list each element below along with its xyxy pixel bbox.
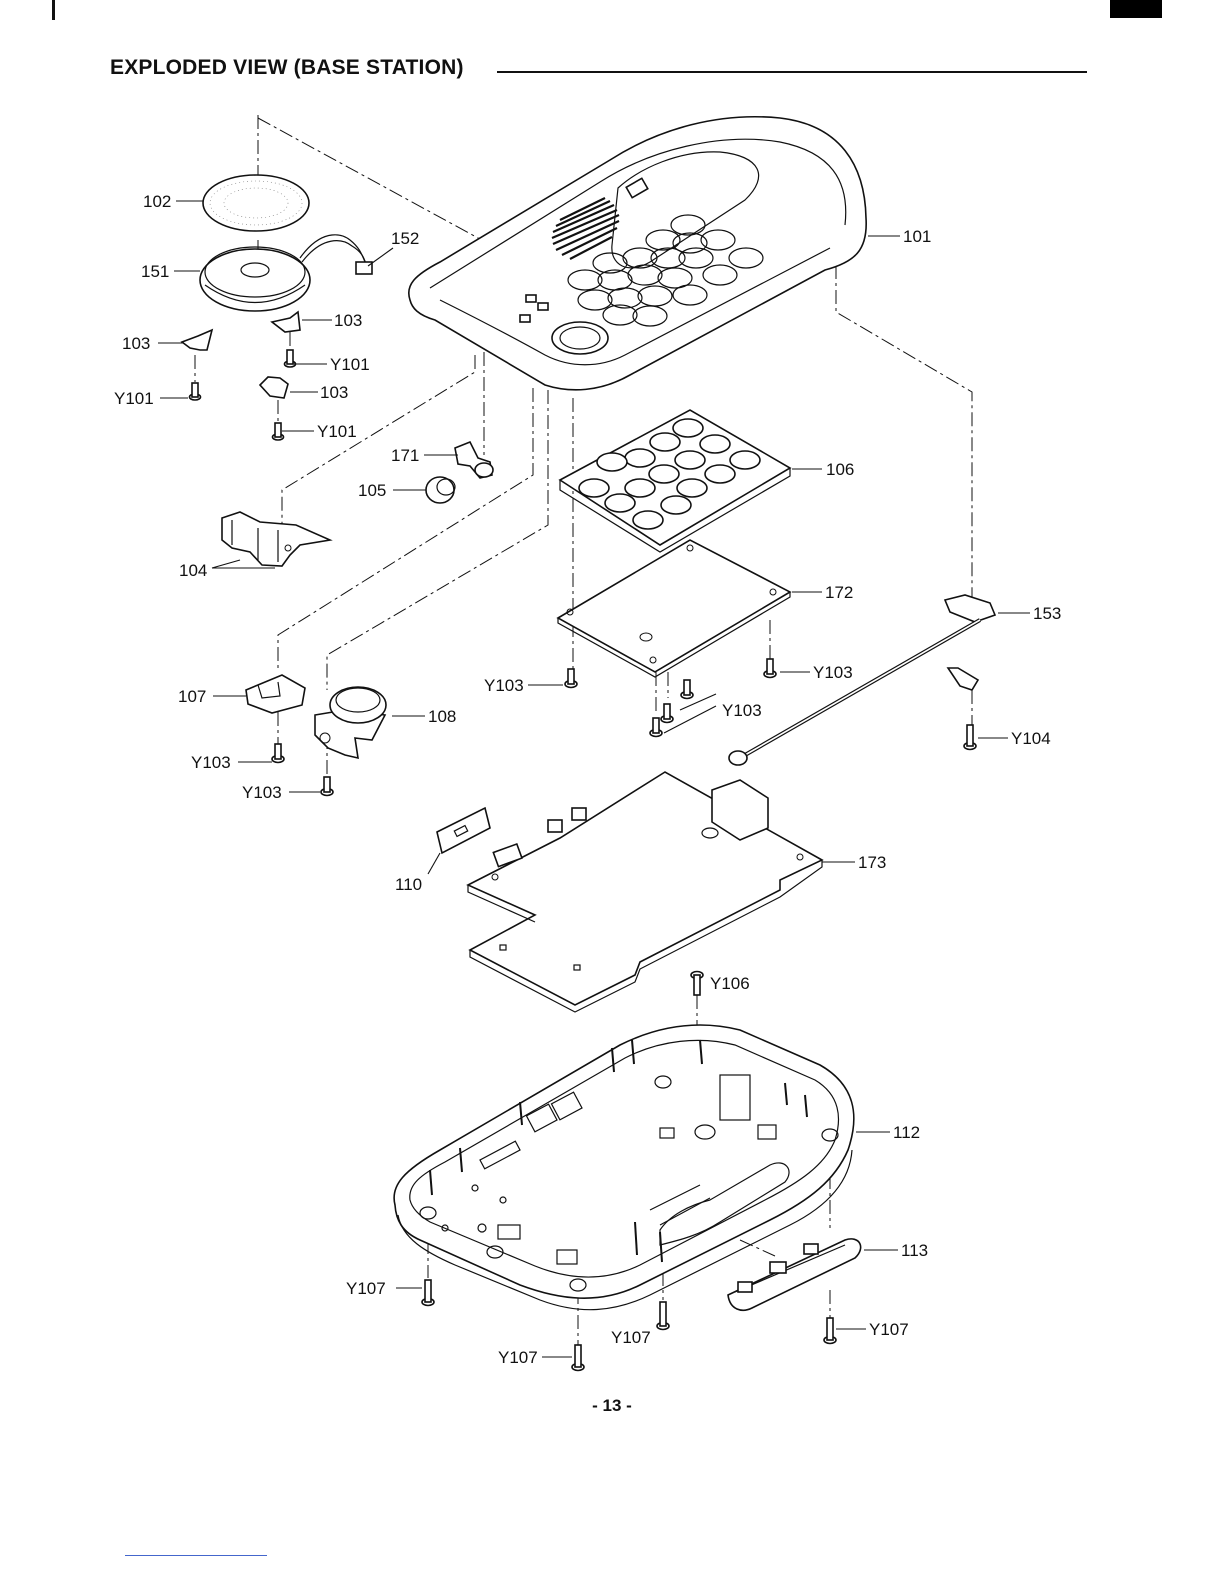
label-y101-a: Y101 (330, 355, 370, 374)
label-106: 106 (826, 460, 854, 479)
main-pcb-173 (468, 772, 822, 1012)
label-y106: Y106 (710, 974, 750, 993)
label-102: 102 (143, 192, 171, 211)
clamps-103 (182, 312, 300, 398)
lever-171 (455, 442, 493, 478)
label-105: 105 (358, 481, 386, 500)
label-110: 110 (395, 875, 422, 894)
antenna-153 (729, 595, 995, 765)
keypad-pcb-172 (558, 540, 790, 677)
label-y103-e: Y103 (242, 783, 282, 802)
keypad-rubber-106 (560, 410, 790, 552)
label-172: 172 (825, 583, 853, 602)
label-101: 101 (903, 227, 931, 246)
label-103-a: 103 (334, 311, 362, 330)
speaker-cloth-102 (203, 175, 309, 231)
label-103-c: 103 (320, 383, 348, 402)
speaker-151 (200, 247, 310, 311)
label-y103-a: Y103 (484, 676, 524, 695)
speaker-lead-152 (300, 235, 372, 274)
screw-y104 (964, 725, 976, 750)
label-y103-b: Y103 (813, 663, 853, 682)
label-y101-c: Y101 (317, 422, 357, 441)
contact-plate-110 (437, 808, 490, 853)
label-108: 108 (428, 707, 456, 726)
label-152: 152 (391, 229, 419, 248)
label-107: 107 (178, 687, 206, 706)
label-104: 104 (179, 561, 207, 580)
top-cabinet-101 (409, 117, 866, 390)
screw-y106 (691, 972, 703, 996)
bracket-104 (222, 512, 330, 566)
label-113: 113 (901, 1241, 928, 1260)
label-171: 171 (391, 446, 419, 465)
holder-107 (246, 675, 305, 713)
label-151: 151 (141, 262, 169, 281)
knob-105 (426, 477, 455, 503)
buzzer-108 (315, 687, 386, 758)
page-number: - 13 - (0, 1396, 1224, 1416)
label-y107-d: Y107 (498, 1348, 538, 1367)
label-y103-c: Y103 (722, 701, 762, 720)
label-103-b: 103 (122, 334, 150, 353)
label-153: 153 (1033, 604, 1061, 623)
footer-rule (125, 1555, 267, 1556)
label-112: 112 (893, 1123, 920, 1142)
label-y107-b: Y107 (611, 1328, 651, 1347)
label-y107-a: Y107 (346, 1279, 386, 1298)
label-y103-d: Y103 (191, 753, 231, 772)
label-173: 173 (858, 853, 886, 872)
label-y104: Y104 (1011, 729, 1051, 748)
battery-cover-113 (728, 1239, 861, 1310)
label-y107-c: Y107 (869, 1320, 909, 1339)
label-y101-b: Y101 (114, 389, 154, 408)
